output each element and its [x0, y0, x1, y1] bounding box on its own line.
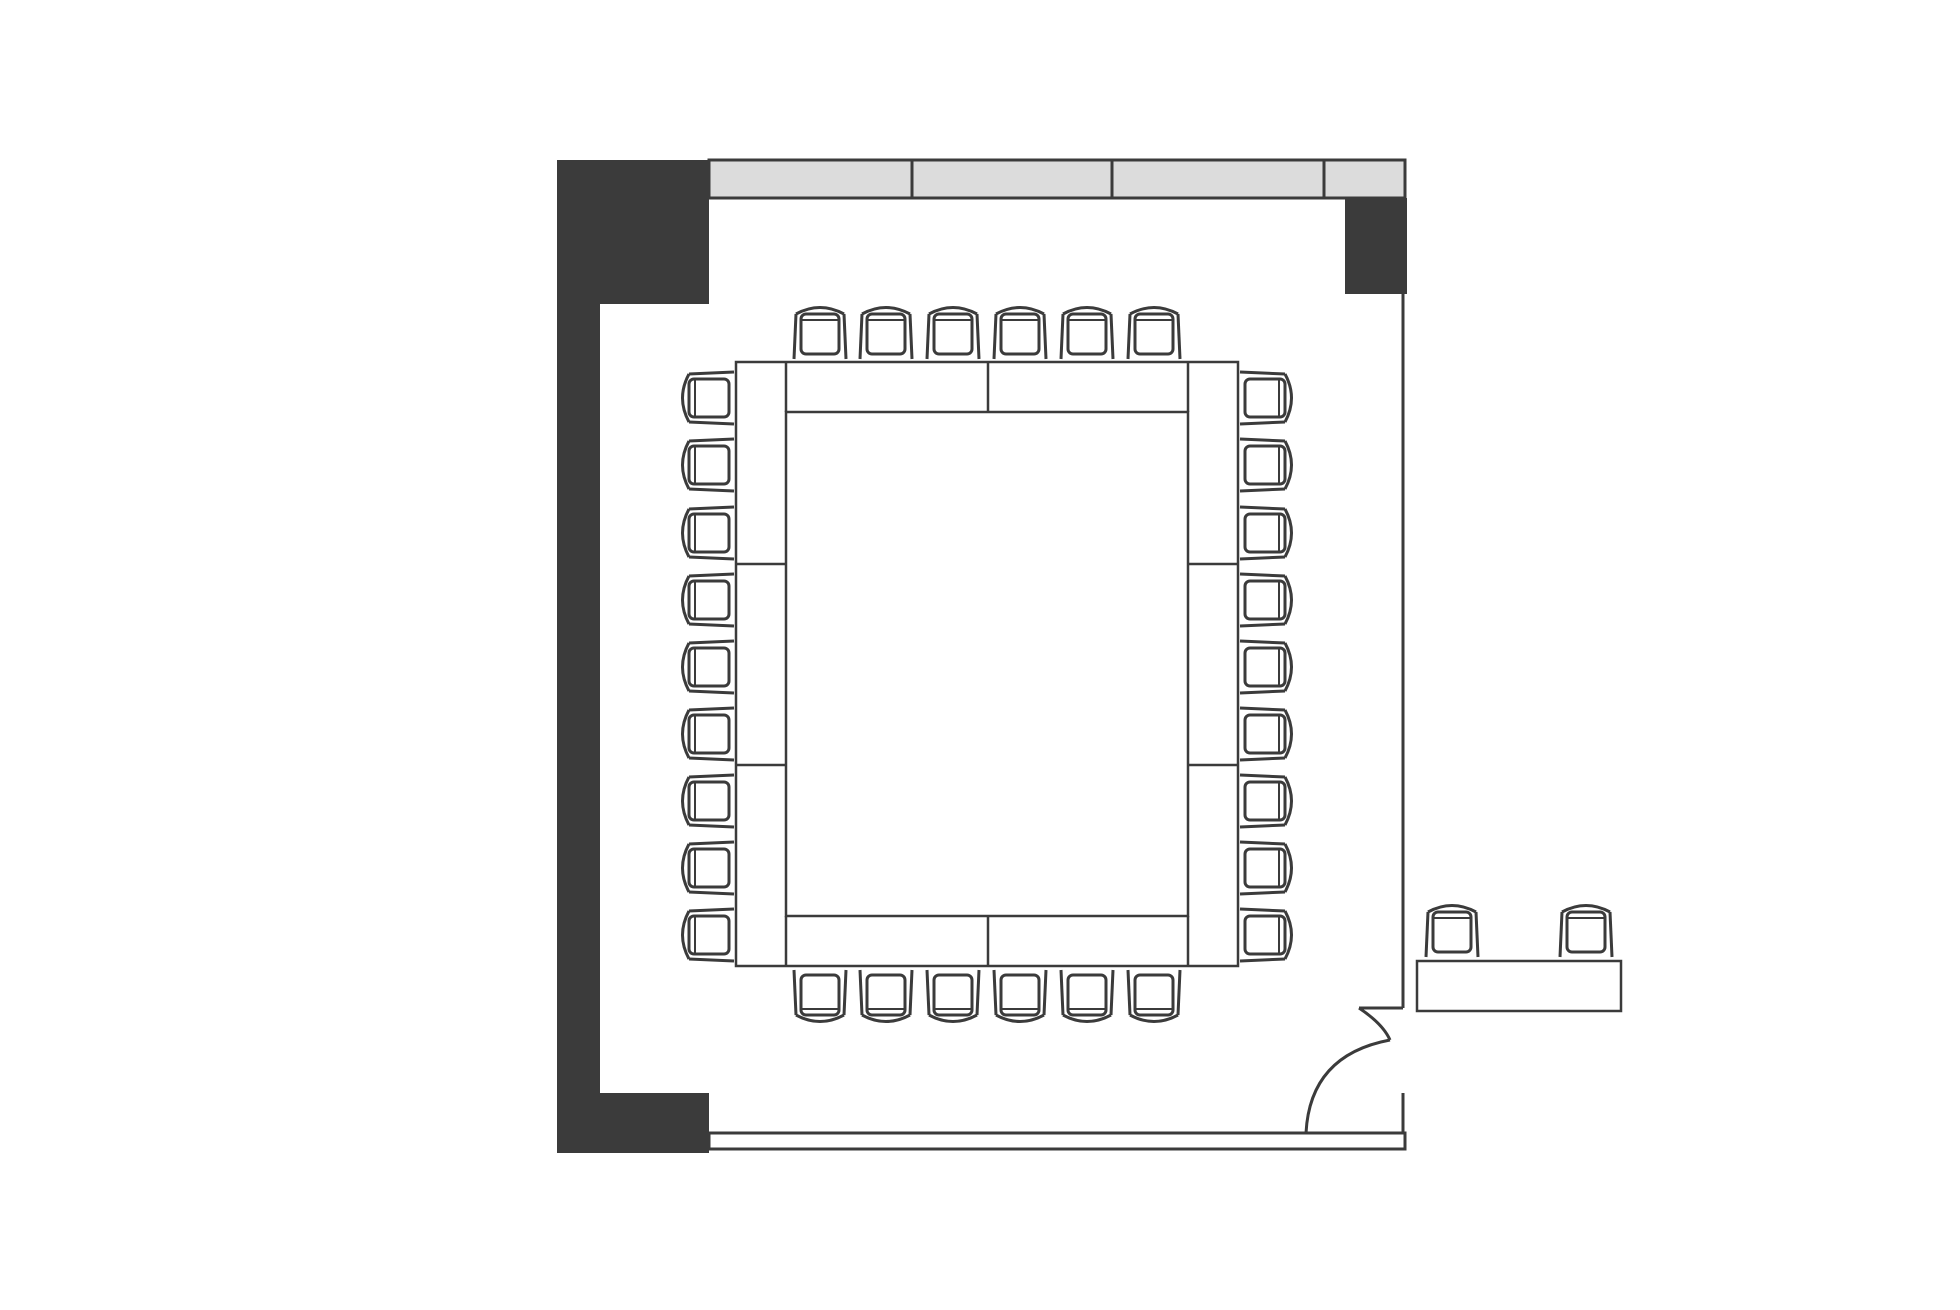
wall-top-right-column [1345, 198, 1407, 294]
chair-left [681, 907, 736, 963]
chair-left [681, 639, 736, 695]
chair-right [1238, 773, 1293, 829]
chair-top [992, 306, 1048, 361]
chair-outside [1424, 904, 1480, 959]
chair-right [1238, 706, 1293, 762]
chair-bottom [792, 968, 848, 1023]
door [1304, 1006, 1392, 1134]
table-inner-opening [784, 410, 1190, 918]
chair-right [1238, 572, 1293, 628]
chair-outside [1558, 904, 1614, 959]
chair-top [925, 306, 981, 361]
side-table [1415, 959, 1623, 1013]
chair-top [792, 306, 848, 361]
chair-left [681, 572, 736, 628]
window-strip [707, 158, 1407, 200]
chair-top [1059, 306, 1115, 361]
chair-bottom [992, 968, 1048, 1023]
chair-right [1238, 437, 1293, 493]
chair-left [681, 840, 736, 896]
chair-left [681, 773, 736, 829]
walls [557, 160, 1407, 1153]
chair-left [681, 370, 736, 426]
chair-left [681, 706, 736, 762]
chair-right [1238, 505, 1293, 561]
chair-right [1238, 840, 1293, 896]
chair-right [1238, 907, 1293, 963]
chair-left [681, 505, 736, 561]
wall-bottom [707, 1131, 1407, 1151]
wall-left-thick [557, 160, 709, 1153]
conference-tables [734, 360, 1240, 968]
chair-right [1238, 370, 1293, 426]
window-frame [707, 158, 1407, 200]
chair-bottom [1126, 968, 1182, 1023]
chair-bottom [925, 968, 981, 1023]
chair-right [1238, 639, 1293, 695]
door-leaf [1358, 1006, 1392, 1041]
chair-bottom [858, 968, 914, 1023]
chair-top [858, 306, 914, 361]
chair-top [1126, 306, 1182, 361]
chair-bottom [1059, 968, 1115, 1023]
chair-left [681, 437, 736, 493]
door-swing-arc [1304, 1038, 1391, 1134]
